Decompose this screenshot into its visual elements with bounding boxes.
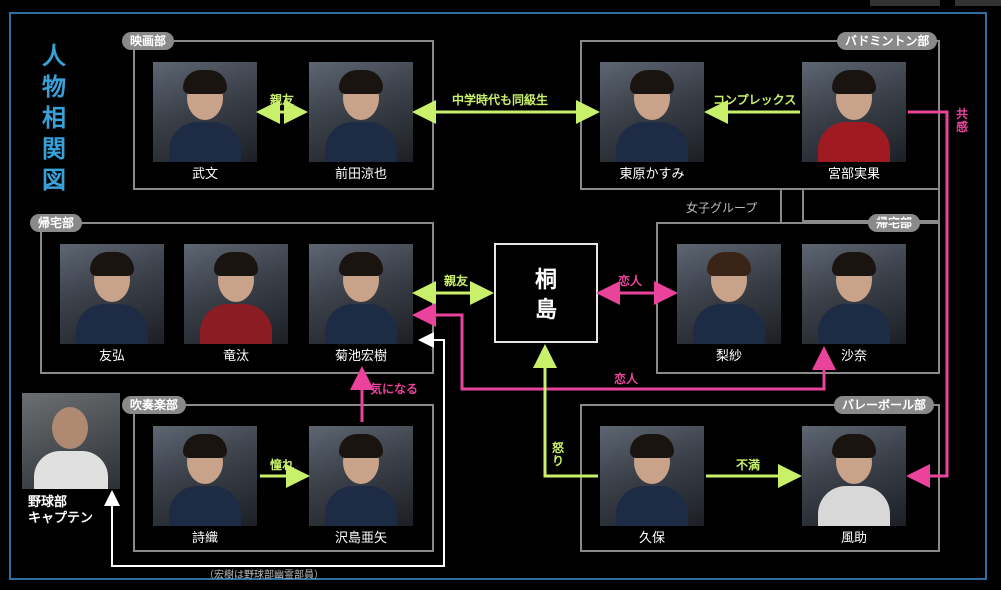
person-name: 沙奈: [840, 349, 867, 364]
label-koibito-1: 恋人: [618, 274, 643, 288]
label-kininaru: 気になる: [370, 382, 419, 396]
label-shinyu-2: 親友: [444, 274, 469, 288]
top-edge-tab: [870, 0, 940, 6]
label-ikari: 怒り: [551, 441, 564, 468]
link-captain-kikuchi: [104, 332, 445, 567]
captain-line-1: 野球部: [28, 495, 68, 510]
person-maeda: 前田涼也: [309, 62, 413, 183]
link-kikuchi-sana: [412, 303, 836, 391]
group-volley: [580, 404, 940, 552]
person-photo: [600, 62, 704, 162]
person-kubo: 久保: [600, 426, 704, 547]
person-photo: [309, 62, 413, 162]
person-takefumi: 武文: [153, 62, 257, 183]
label-kyokan: 共感: [955, 107, 968, 134]
person-name: 東原かすみ: [619, 167, 685, 182]
person-name: 詩織: [191, 531, 218, 546]
person-photo: [184, 244, 288, 344]
center-char-1: 桐: [534, 267, 557, 293]
title-text: 人物相関図: [42, 41, 66, 194]
link-kubo-kirishima: [533, 344, 598, 478]
person-name: 久保: [638, 531, 665, 546]
person-captain-name: 野球部 キャプテン: [28, 495, 93, 527]
diagram-title: 人物相関図: [38, 40, 70, 195]
group-tag-eiga: 映画部: [122, 32, 175, 50]
person-higashihara: 東原かすみ: [600, 62, 704, 183]
label-fuman: 不満: [736, 458, 761, 472]
person-photo: [802, 426, 906, 526]
person-miyabe: 宮部実果: [802, 62, 906, 183]
label-koibito-2: 恋人: [614, 372, 639, 386]
group-tag-volley: バレーボール部: [834, 396, 935, 414]
footnote: （宏樹は野球部幽霊部員）: [204, 570, 324, 581]
person-fusuke: 風助: [802, 426, 906, 547]
person-ryuta: 竜汰: [184, 244, 288, 365]
person-photo: [153, 62, 257, 162]
person-photo: [600, 426, 704, 526]
person-name: 前田涼也: [334, 167, 387, 182]
person-name: 風助: [840, 531, 867, 546]
girls-group-connector: [780, 190, 782, 222]
label-shinyu-1: 親友: [270, 93, 295, 107]
person-captain-photo: [22, 393, 120, 489]
label-complex: コンプレックス: [713, 93, 797, 107]
person-name: 宮部実果: [827, 167, 880, 182]
label-akogare: 憧れ: [270, 458, 295, 472]
person-photo: [802, 62, 906, 162]
group-tag-kitaku-right: 帰宅部: [868, 214, 921, 232]
captain-line-2: キャプテン: [28, 511, 94, 526]
group-tag-badminton: バドミントン部: [837, 32, 938, 50]
link-miyabe-fusuke: [906, 110, 949, 488]
label-chugaku: 中学時代も同級生: [452, 93, 549, 107]
girls-group-bracket: [802, 190, 940, 222]
person-name: 武文: [191, 167, 218, 182]
girls-group-label: 女子グループ: [686, 201, 758, 215]
top-edge-tab: [955, 0, 1001, 6]
group-tag-kitaku-left: 帰宅部: [30, 214, 83, 232]
person-name: 沢島亜矢: [334, 531, 387, 546]
outer-frame: [9, 12, 987, 580]
